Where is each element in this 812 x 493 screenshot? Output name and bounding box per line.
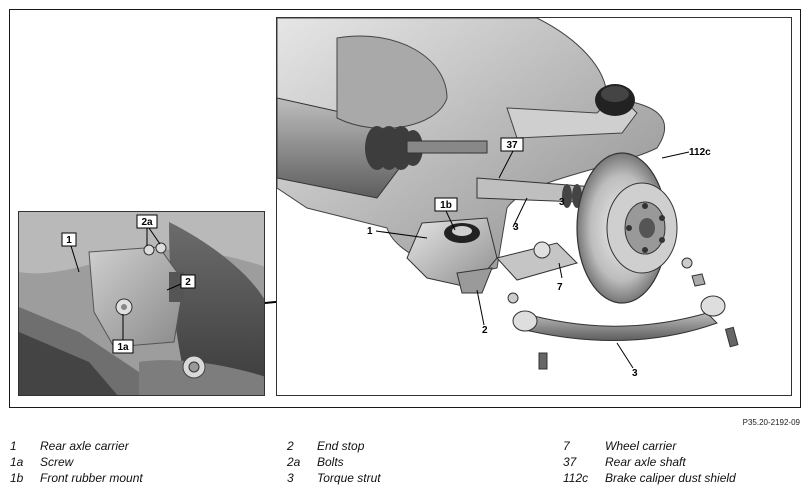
callout-3-lower: 3 <box>632 368 638 379</box>
svg-text:2a: 2a <box>141 217 153 228</box>
axle-drawing: 37 112c 1b 1 3 3 7 2 3 <box>277 18 791 395</box>
detail-inset: 1 2a 2 1a <box>18 211 265 396</box>
callout-1-main: 1 <box>367 226 373 237</box>
callout-1-inset: 1 <box>61 232 77 247</box>
callout-37: 37 <box>500 137 524 152</box>
svg-text:1: 1 <box>66 235 72 246</box>
callout-2-inset: 2 <box>180 274 196 289</box>
callout-2-main: 2 <box>482 325 488 336</box>
callout-7: 7 <box>557 282 563 293</box>
callout-3-upper: 3 <box>513 222 519 233</box>
inset-drawing: 1 2a 2 1a <box>19 212 264 395</box>
svg-text:1b: 1b <box>440 200 452 211</box>
callout-112c: 112c <box>689 147 711 158</box>
callout-1b: 1b <box>434 197 458 212</box>
main-view: 37 112c 1b 1 3 3 7 2 3 <box>276 17 792 396</box>
figure-reference: P35.20-2192-09 <box>742 418 800 427</box>
svg-text:2: 2 <box>185 277 191 288</box>
callout-3-middle: 3 <box>559 197 565 208</box>
svg-text:1a: 1a <box>117 342 129 353</box>
callout-2a-inset: 2a <box>136 214 158 229</box>
callout-1a-inset: 1a <box>112 339 134 354</box>
figure-frame <box>9 9 801 408</box>
svg-text:37: 37 <box>506 140 518 151</box>
